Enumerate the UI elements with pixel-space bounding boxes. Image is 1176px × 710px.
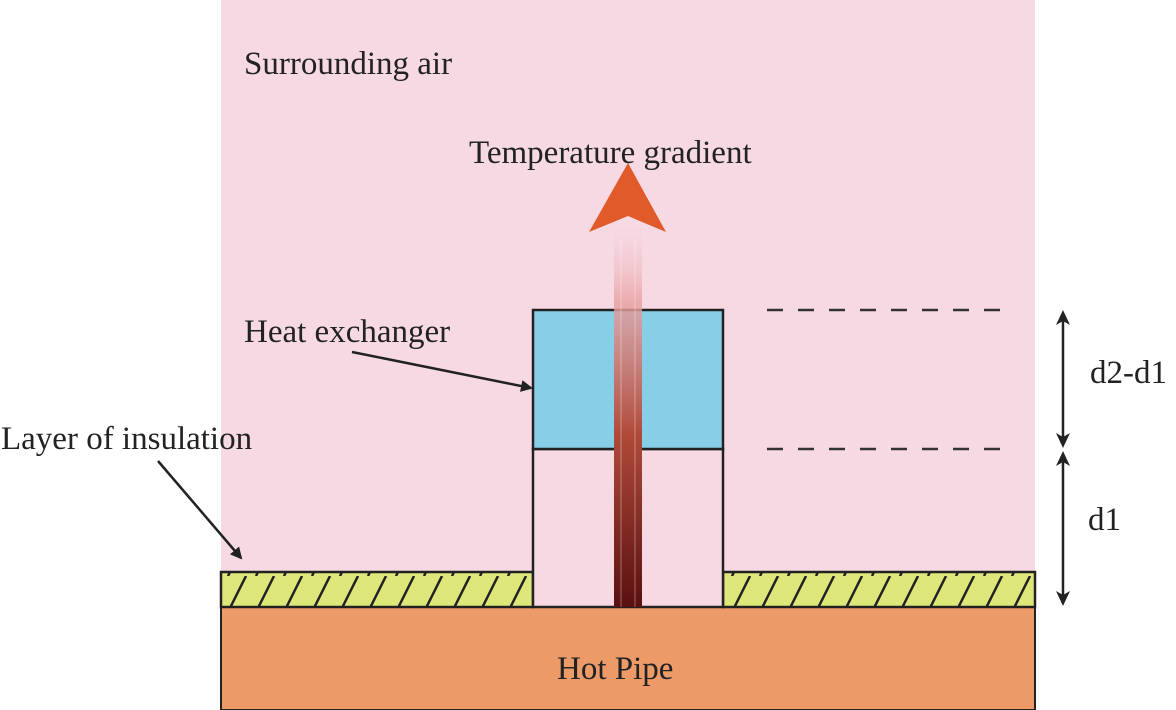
layer-of-insulation-label: Layer of insulation xyxy=(1,421,252,457)
dimension-d1 xyxy=(1056,451,1070,606)
hot-pipe xyxy=(220,606,1036,710)
insulation-right xyxy=(721,570,1037,609)
surrounding-air-label: Surrounding air xyxy=(244,46,452,82)
dimension-d2-d1 xyxy=(1056,310,1070,448)
d1-label: d1 xyxy=(1088,502,1121,538)
heat-exchanger-label: Heat exchanger xyxy=(244,314,450,350)
temperature-gradient-label: Temperature gradient xyxy=(469,135,752,171)
insulation-pointer xyxy=(157,460,243,560)
temperature-gradient-arrow-icon xyxy=(589,163,666,232)
temperature-gradient-stream xyxy=(614,222,642,607)
hot-pipe-label: Hot Pipe xyxy=(557,651,673,687)
insulation-left xyxy=(219,570,535,609)
heat-exchanger-pointer xyxy=(351,350,533,392)
d2-d1-label: d2-d1 xyxy=(1090,355,1167,391)
